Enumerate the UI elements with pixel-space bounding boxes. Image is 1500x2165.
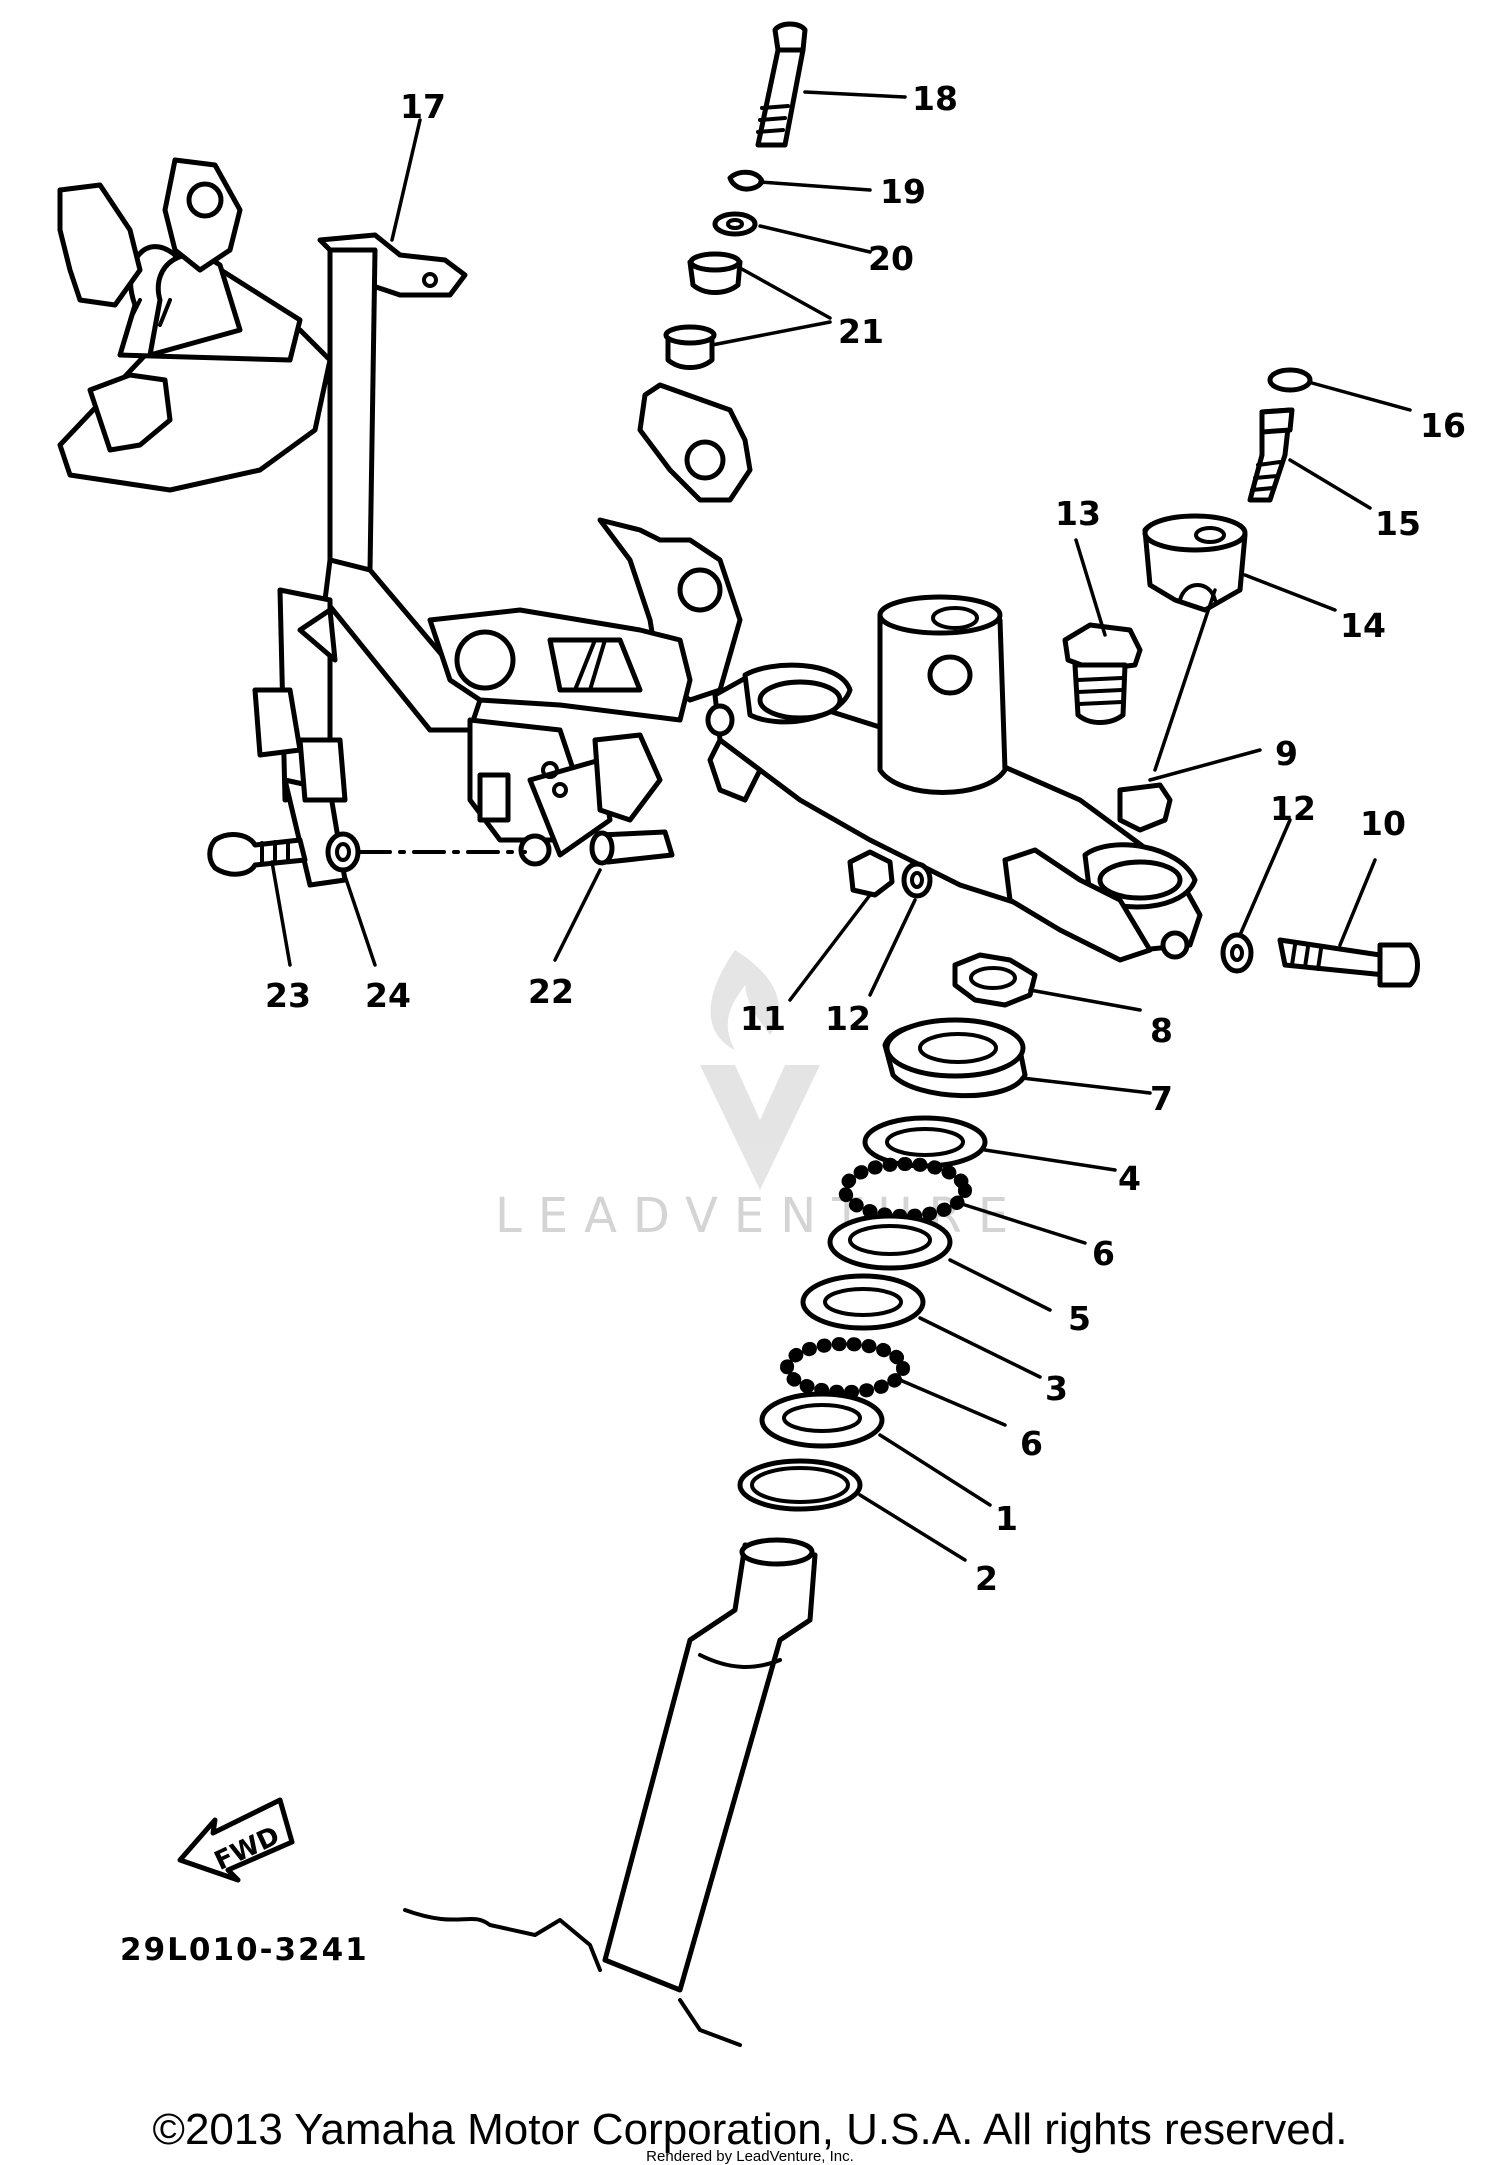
callout-6-lower: 6 <box>1020 1424 1043 1463</box>
ring-nut <box>952 952 1038 1008</box>
upper-lower-race <box>827 1213 953 1271</box>
callout-4: 4 <box>1118 1159 1141 1198</box>
callout-2: 2 <box>975 1559 998 1598</box>
watermark-logo <box>700 950 820 1190</box>
callout-12-right: 12 <box>1270 789 1316 828</box>
lower-bearing-balls <box>780 1337 910 1399</box>
callout-3: 3 <box>1045 1369 1068 1408</box>
stem-nut <box>1062 622 1143 725</box>
handlebar-holder-frame <box>57 157 753 888</box>
callout-12-left: 12 <box>825 999 871 1038</box>
holder-mounting-hardware <box>207 829 675 877</box>
upper-ball-race <box>862 1115 988 1169</box>
callout-9: 9 <box>1275 734 1298 773</box>
callout-1: 1 <box>995 1499 1018 1538</box>
crown-bracket <box>705 594 1203 963</box>
lower-upper-race <box>800 1273 926 1331</box>
callout-15: 15 <box>1375 504 1421 543</box>
leader-lines <box>270 90 1412 1562</box>
callout-numbers: 17 18 19 20 21 16 15 14 13 9 12 10 11 12… <box>265 79 1466 1598</box>
dust-seal <box>882 1017 1028 1099</box>
callout-17: 17 <box>400 87 446 126</box>
callout-18: 18 <box>912 79 958 118</box>
pinch-bolt-set <box>847 849 1420 988</box>
diagram-code: 29L010-3241 <box>120 1932 369 1968</box>
callout-19: 19 <box>880 172 926 211</box>
holder-bolt-and-cap <box>1247 367 1313 503</box>
handlebar-upper-holder <box>1142 513 1248 613</box>
copyright-notice: ©2013 Yamaha Motor Corporation, U.S.A. A… <box>152 2105 1348 2154</box>
callout-21: 21 <box>838 312 884 351</box>
callout-5: 5 <box>1068 1299 1091 1338</box>
callout-10: 10 <box>1360 804 1406 843</box>
callout-11: 11 <box>740 999 786 1038</box>
callout-6-upper: 6 <box>1092 1234 1115 1273</box>
rendered-by-notice: Rendered by LeadVenture, Inc. <box>646 2148 854 2165</box>
top-bolt-stack <box>663 21 808 370</box>
callout-20: 20 <box>868 239 914 278</box>
callout-24: 24 <box>365 976 411 1015</box>
callout-16: 16 <box>1420 406 1466 445</box>
callout-13: 13 <box>1055 494 1101 533</box>
steering-stem <box>403 1537 818 2047</box>
callout-22: 22 <box>528 972 574 1011</box>
fwd-arrow-icon: FWD <box>177 1797 295 1883</box>
lower-dust-seal <box>737 1458 863 1512</box>
callout-23: 23 <box>265 976 311 1015</box>
callout-8: 8 <box>1150 1011 1173 1050</box>
lower-ball-race <box>759 1391 885 1449</box>
callout-7: 7 <box>1150 1079 1173 1118</box>
callout-14: 14 <box>1340 606 1386 645</box>
